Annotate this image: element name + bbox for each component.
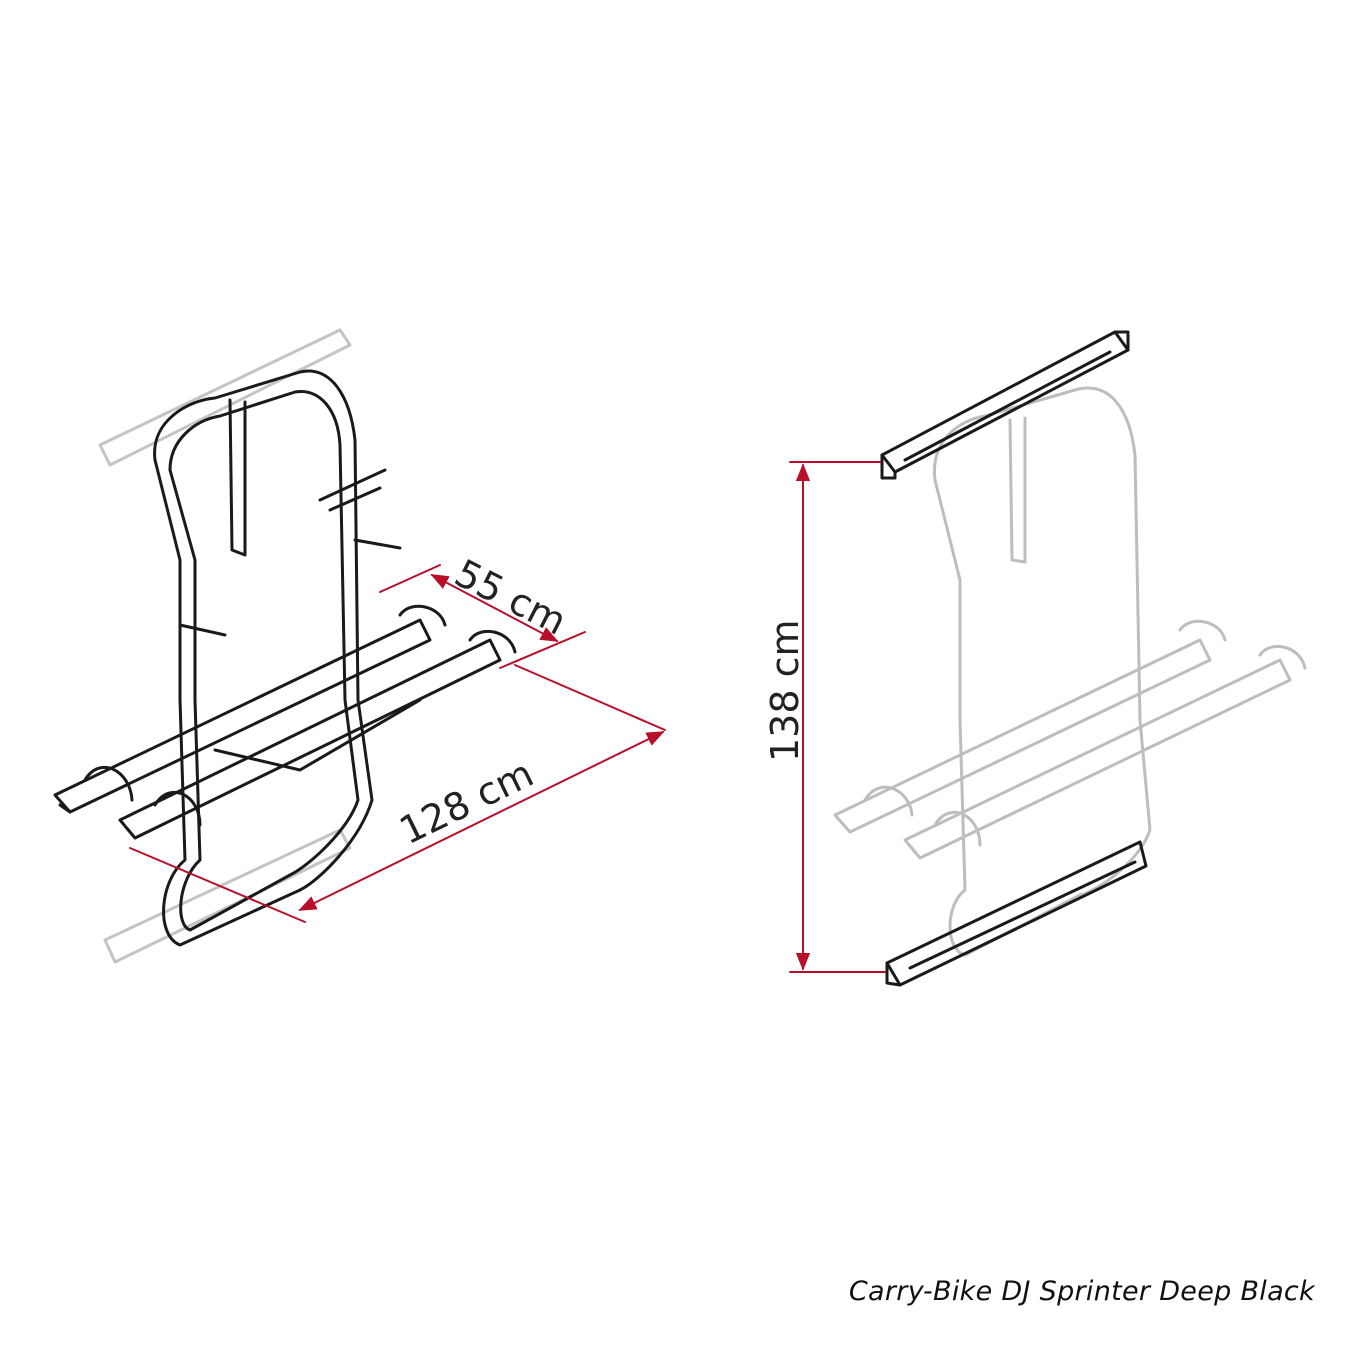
depth-label: 55 cm [448,551,573,644]
product-caption: Carry-Bike DJ Sprinter Deep Black [848,1276,1315,1307]
width-dimension [129,664,666,923]
height-dimension [789,461,886,973]
depth-dimension [379,564,586,669]
left-rack-view: 55 cm 128 cm [53,328,666,964]
right-rack-view: 138 cm [763,330,1307,987]
ghost-rack [833,386,1307,957]
height-label: 138 cm [763,619,807,762]
mounting-rails [880,330,1148,987]
ghost-rails [98,328,352,964]
